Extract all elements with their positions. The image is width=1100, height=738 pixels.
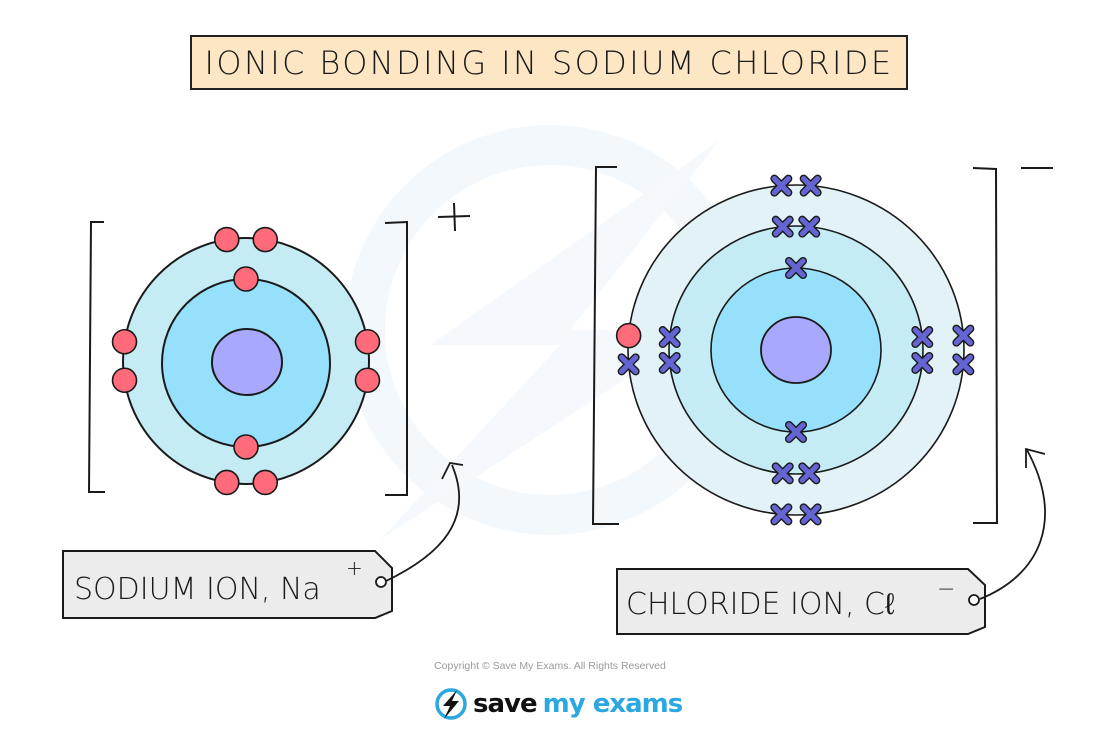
- sodium-charge-plus-icon: [437, 202, 471, 232]
- chlorine-electron-shell3-7: [952, 353, 975, 376]
- chlorine-electron-shell3-5: [617, 353, 640, 376]
- logo-text-my-exams: my exams: [542, 689, 684, 719]
- sodium-electron-shell1-1: [233, 266, 259, 292]
- chloride-arrow-icon: [979, 449, 1046, 600]
- sodium-nucleus: [211, 328, 283, 396]
- chlorine-electron-shell1-2: [785, 421, 807, 443]
- chlorine-electron-shell3-3: [799, 503, 822, 526]
- copyright-notice: Copyright © Save My Exams. All Rights Re…: [434, 660, 666, 672]
- chlorine-electron-shell2-5: [658, 351, 681, 374]
- sodium-electrons: [111, 226, 381, 496]
- chlorine-electron-shell2-8: [911, 351, 934, 374]
- chlorine-electron-shell2-2: [798, 215, 821, 238]
- sodium-ion-label-tag: SODIUM ION, Na +: [62, 462, 464, 619]
- chloride-right-bracket: [972, 167, 999, 524]
- chloride-left-bracket: [591, 166, 619, 525]
- chlorine-electron-shell2-4: [771, 462, 794, 485]
- chloride-ion-label-tag: CHLORIDE ION, Cℓ −: [616, 447, 1046, 635]
- chlorine-electron-shell1-1: [785, 257, 807, 279]
- sodium-electron-shell2-4: [213, 469, 240, 496]
- sodium-electron-shell2-5: [111, 367, 138, 394]
- sodium-electron-shell2-3: [252, 469, 279, 496]
- chloride-ion: [591, 166, 1053, 526]
- sodium-ion: [87, 202, 471, 496]
- sodium-electron-shell2-6: [111, 328, 138, 355]
- sodium-right-bracket: [384, 220, 408, 496]
- save-my-exams-logo[interactable]: save my exams: [433, 684, 684, 724]
- sodium-left-bracket: [87, 221, 105, 493]
- chlorine-electron-shell2-3: [798, 462, 821, 485]
- lightning-logo-icon: [435, 688, 467, 720]
- chlorine-electron-shell3-1: [770, 174, 793, 197]
- sodium-ion-charge-label: +: [346, 556, 363, 580]
- chlorine-electron-shell3-2: [799, 174, 822, 197]
- chlorine-electron-shell2-7: [911, 326, 934, 349]
- sodium-electron-shell1-2: [233, 434, 259, 460]
- sodium-electron-shell2-8: [354, 367, 381, 394]
- chloride-electrons: [615, 174, 975, 526]
- chlorine-electron-shell2-6: [658, 326, 681, 349]
- transferred-sodium-electron-1: [615, 322, 642, 349]
- sodium-electron-shell2-2: [252, 226, 279, 253]
- sodium-electron-shell2-1: [213, 226, 240, 253]
- chlorine-electron-shell3-6: [952, 324, 975, 347]
- sodium-ion-label: SODIUM ION, Na: [74, 572, 321, 607]
- chloride-nucleus: [760, 316, 832, 384]
- page-title: Ionic bonding in sodium chloride: [190, 35, 908, 90]
- chlorine-electron-shell2-1: [771, 215, 794, 238]
- sodium-electron-shell2-7: [354, 328, 381, 355]
- chlorine-electron-shell3-4: [770, 503, 793, 526]
- sodium-arrow-icon: [385, 464, 461, 582]
- logo-text-save: save: [473, 689, 538, 719]
- chloride-ion-charge-label: −: [937, 577, 955, 602]
- chloride-ion-label: CHLORIDE ION, Cℓ: [626, 587, 895, 622]
